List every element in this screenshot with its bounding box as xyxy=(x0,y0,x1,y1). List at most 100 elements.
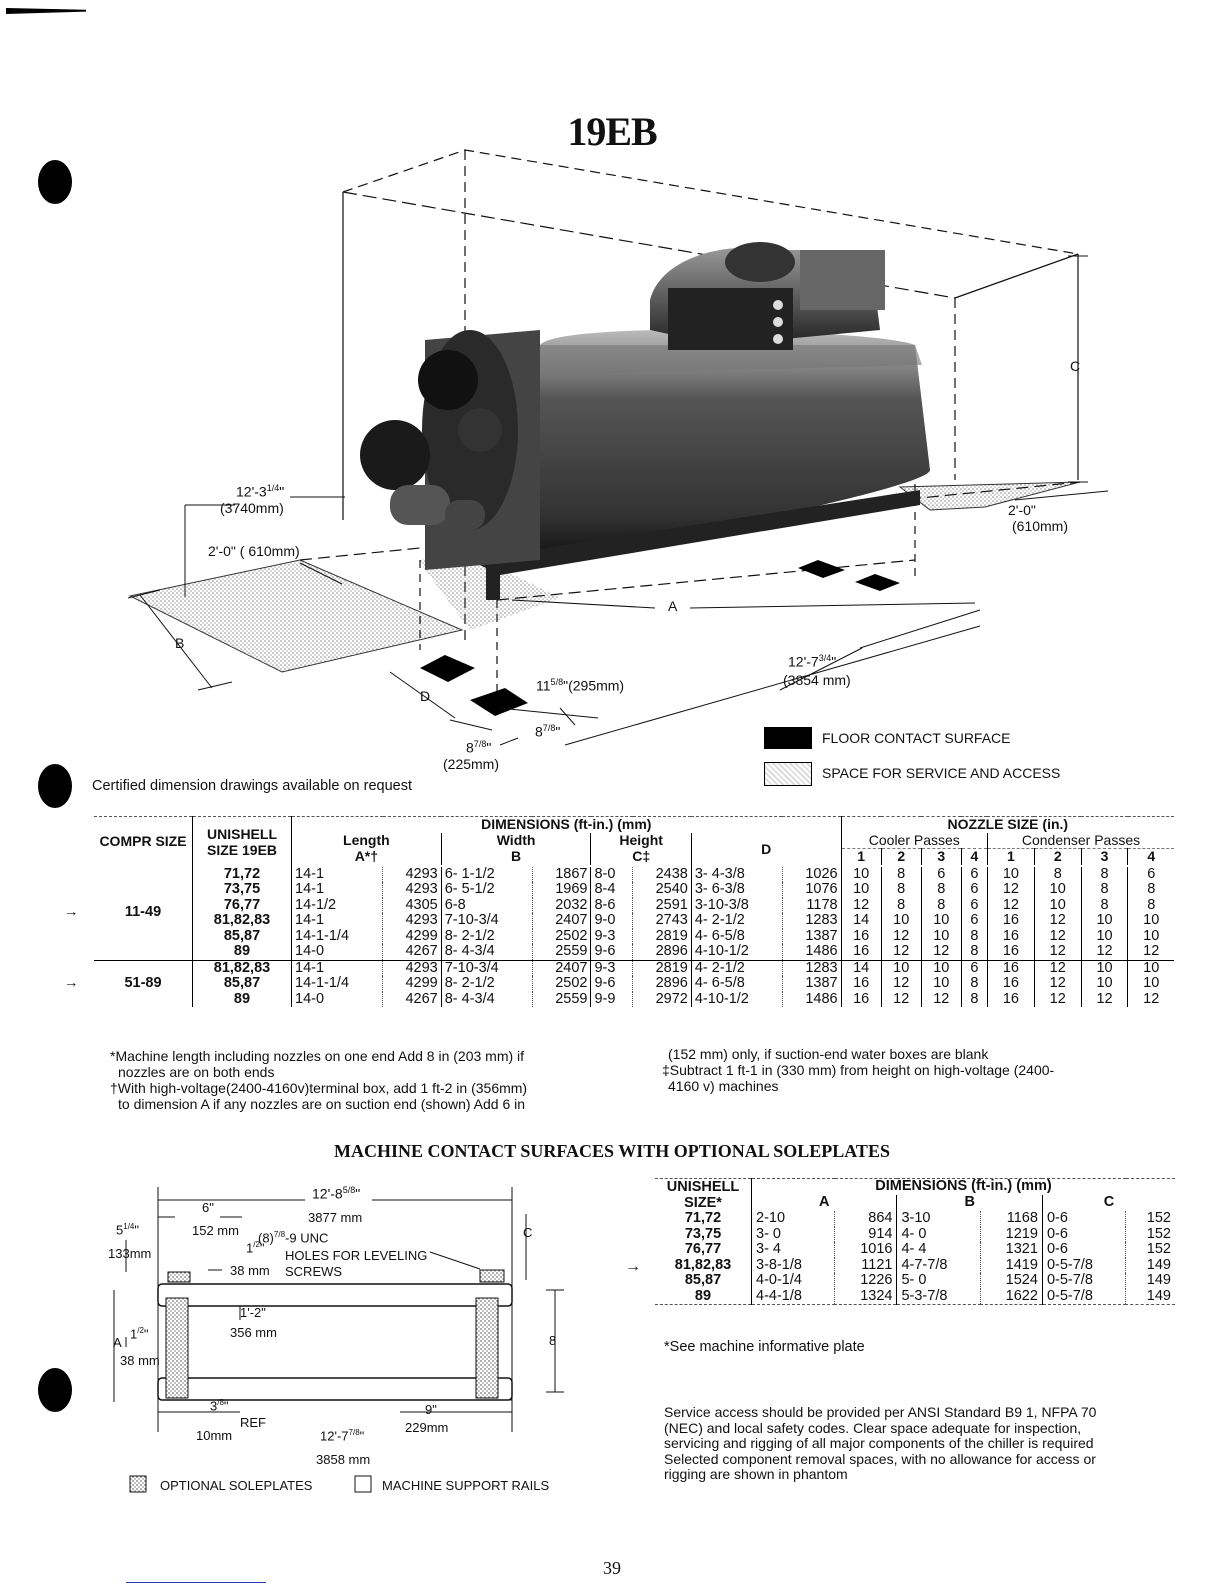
compr-size-cell: →51-89 xyxy=(64,960,193,1007)
table-cell: 12 xyxy=(840,897,882,913)
table-cell: 12 xyxy=(1033,912,1082,929)
dim-label: (3854 mm) xyxy=(783,672,851,688)
table-cell: 9-9 xyxy=(590,991,633,1007)
dim-label: 12'-7 xyxy=(788,653,819,670)
service-note-line: Selected component removal spaces, with … xyxy=(664,1450,1096,1467)
table-cell: 14-1 xyxy=(290,866,383,882)
floor-pad xyxy=(470,688,528,716)
service-area-front xyxy=(128,559,464,673)
table-cell: 14-1 xyxy=(290,881,383,898)
table-cell: 10 xyxy=(1127,975,1174,992)
table-cell: 8 xyxy=(960,943,988,960)
sp-label: REF xyxy=(240,1415,266,1430)
frac-num: 5 xyxy=(550,677,556,687)
binder-hole xyxy=(38,764,72,808)
table-cell: 16 xyxy=(840,928,882,944)
legend-optional-soleplates: OPTIONAL SOLEPLATES xyxy=(160,1478,313,1493)
table-cell: 0-5-7/8 xyxy=(1041,1272,1126,1289)
table-cell: 12 xyxy=(1033,991,1082,1007)
table-cell: 0-5-7/8 xyxy=(1041,1257,1126,1273)
sp-label: 6" xyxy=(202,1200,214,1215)
table-cell: 14-1 xyxy=(290,912,383,929)
row-arrow: → xyxy=(64,904,79,921)
frac-den: 4 xyxy=(129,1222,135,1231)
binder-hole xyxy=(38,1368,72,1412)
table-cell: 1016 xyxy=(834,1241,897,1258)
frac-num: 7 xyxy=(348,1428,353,1437)
table-cell: 4267 xyxy=(382,943,442,960)
table-cell: 2559 xyxy=(531,943,591,960)
dim-label: 2'-0" xyxy=(1008,502,1036,518)
table-cell: 14-0 xyxy=(290,991,383,1007)
floor-pad xyxy=(420,655,475,682)
table-cell: 0-5-7/8 xyxy=(1041,1288,1126,1305)
table-cell: 16 xyxy=(840,975,882,992)
col-sub-length: A*† xyxy=(291,848,442,865)
frac-num: 7 xyxy=(473,739,479,749)
corner-mark xyxy=(6,8,86,14)
support-rails-swatch xyxy=(354,1475,372,1493)
table-cell: 1076 xyxy=(781,881,842,898)
table-cell: 8-0 xyxy=(590,866,633,882)
footnote: (152 mm) only, if suction-end water boxe… xyxy=(668,1046,989,1062)
table-cell: 152 xyxy=(1125,1210,1175,1227)
table-cell: 12 xyxy=(986,881,1035,898)
table-cell: 8 xyxy=(880,881,922,898)
table-cell: 4- 2-1/2 xyxy=(690,912,783,929)
table-cell: 0-6 xyxy=(1041,1210,1126,1227)
support-rail xyxy=(157,1377,513,1401)
sp-label: 3 xyxy=(210,1398,218,1414)
table-cell: 2407 xyxy=(531,912,591,929)
table-cell: 8 xyxy=(960,975,988,992)
table-cell: 4293 xyxy=(382,912,442,929)
col-header-unishell: UNISHELL SIZE* xyxy=(666,1179,740,1211)
dim-label: 2'-0" ( 610mm) xyxy=(208,543,300,559)
table-cell: 4- 4 xyxy=(896,1241,981,1258)
footnotes-left: *Machine length including nozzles on one… xyxy=(110,1048,630,1112)
service-note-line: rigging are shown in phantom xyxy=(664,1466,848,1482)
table-cell: 8 xyxy=(1127,881,1174,898)
frac-den: 8 xyxy=(481,739,487,749)
dim-label: 8 xyxy=(535,723,543,740)
pass-4: 4 xyxy=(960,848,988,865)
footnote: to dimension A if any nozzles are on suc… xyxy=(118,1096,526,1112)
sp-label: 152 mm xyxy=(192,1223,239,1238)
col-header-c: C xyxy=(1041,1195,1175,1211)
unishell-size: 71,72 xyxy=(192,866,292,882)
table-cell: 2502 xyxy=(531,928,591,944)
floor-contact-swatch xyxy=(764,727,812,749)
footnotes-right: (152 mm) only, if suction-end water boxe… xyxy=(662,1046,1182,1094)
footnote: †With high-voltage(2400-4160v)terminal b… xyxy=(110,1080,528,1096)
table-cell: 9-0 xyxy=(590,912,633,929)
table-cell: 16 xyxy=(986,943,1035,960)
table-cell: 6 xyxy=(960,912,988,929)
table-cell: 12 xyxy=(1033,960,1082,976)
optional-soleplates-swatch xyxy=(129,1475,147,1493)
table-cell: 6- 1-1/2 xyxy=(440,866,533,882)
table-cell: 8 xyxy=(1080,866,1128,882)
table-cell: 8 xyxy=(1080,881,1128,898)
table-cell: 10 xyxy=(1033,881,1082,898)
table-cell: 8 xyxy=(920,897,962,913)
table-cell: 4293 xyxy=(382,881,442,898)
table-cell: 4- 6-5/8 xyxy=(690,975,783,992)
table-cell: 4-10-1/2 xyxy=(690,943,783,960)
table-cell: 1321 xyxy=(979,1241,1043,1258)
table-cell: 10 xyxy=(1127,960,1174,976)
table-cell: 12 xyxy=(1080,991,1128,1007)
table-cell: 9-6 xyxy=(590,943,633,960)
table-cell: 864 xyxy=(834,1210,897,1227)
table-cell: 12 xyxy=(986,897,1035,913)
table-cell: 4-7-7/8 xyxy=(896,1257,981,1273)
dim-label: (295mm) xyxy=(568,677,625,694)
table-cell: 12 xyxy=(880,991,922,1007)
dim-label: (225mm) xyxy=(443,756,500,772)
table-cell: 8 xyxy=(880,897,922,913)
table-cell: 6-8 xyxy=(440,897,533,913)
compr-size-cell: →11-49 xyxy=(64,867,193,961)
chiller-isometric-diagram xyxy=(127,149,1109,746)
table-cell: 2819 xyxy=(632,960,692,976)
